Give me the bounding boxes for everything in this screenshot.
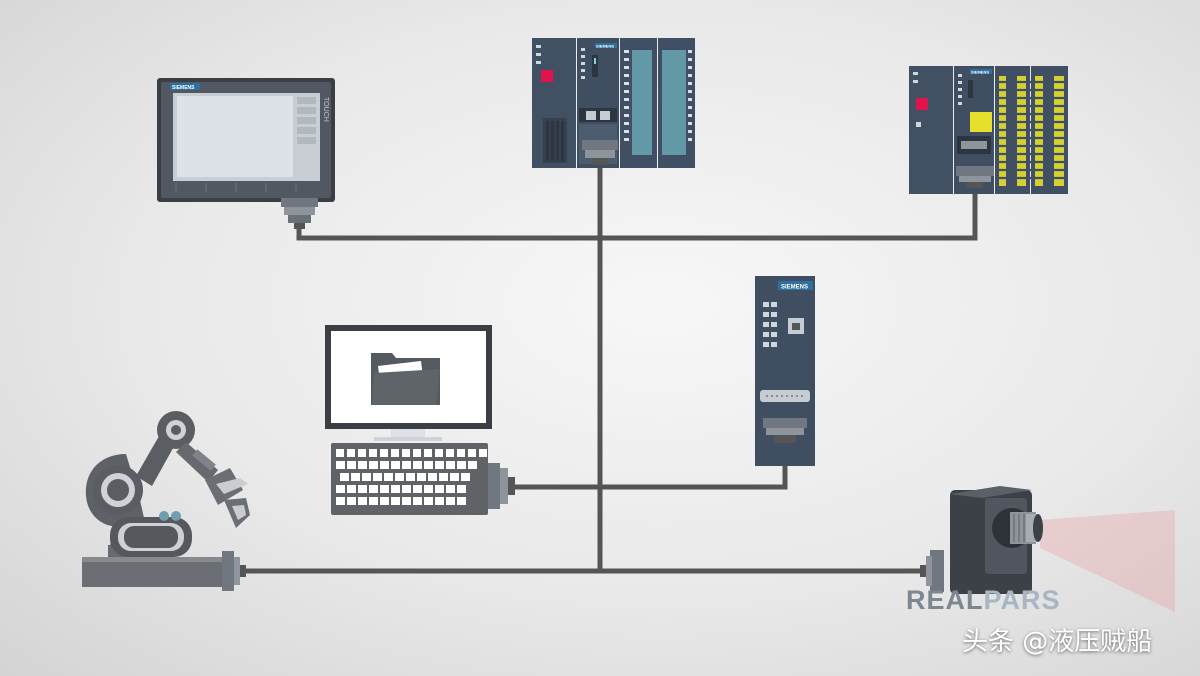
computer-keyboard[interactable] — [331, 443, 488, 515]
keyboard-key — [461, 473, 470, 481]
keyboard-key — [446, 485, 455, 493]
keyboard-key — [351, 473, 360, 481]
keyboard-key — [358, 461, 367, 469]
robot-gripper — [205, 468, 250, 528]
keyboard-key — [369, 461, 378, 469]
keyboard-key — [450, 473, 459, 481]
keyboard-key — [424, 485, 433, 493]
vision-camera[interactable] — [950, 486, 1175, 612]
hmi-brand-label: SIEMENS — [172, 85, 195, 91]
keyboard-key — [358, 485, 367, 493]
keyboard-key — [424, 497, 433, 505]
camera-connector — [920, 550, 944, 592]
keyboard-key — [428, 473, 437, 481]
keyboard-key — [380, 461, 389, 469]
network-cables — [235, 159, 978, 574]
keyboard-key — [446, 461, 455, 469]
cable-middle-bus — [512, 441, 788, 490]
keyboard-key — [439, 473, 448, 481]
keyboard-key — [435, 461, 444, 469]
keyboard-key — [395, 473, 404, 481]
plc-top-brand-label: SIEMENS — [596, 44, 614, 49]
keyboard-key — [457, 461, 466, 469]
keyboard-key — [358, 497, 367, 505]
keyboard-key — [446, 449, 454, 457]
keyboard-key — [358, 449, 366, 457]
computer-connector — [488, 463, 515, 509]
keyboard-key — [380, 497, 389, 505]
keyboard-key — [340, 473, 349, 481]
logo-part-pars: PARS — [983, 585, 1061, 615]
switch-brand-label: SIEMENS — [781, 285, 808, 291]
cable-upper-bus — [296, 183, 978, 241]
keyboard-key — [413, 449, 421, 457]
keyboard-key — [347, 485, 356, 493]
keyboard-key — [479, 449, 487, 457]
keyboard-key — [391, 449, 399, 457]
keyboard-key — [413, 461, 422, 469]
keyboard-key — [402, 461, 411, 469]
keyboard-key — [413, 485, 422, 493]
keyboard-key — [336, 449, 344, 457]
plc-right-connector — [956, 166, 994, 188]
keyboard-key — [446, 497, 455, 505]
keyboard-key — [457, 497, 466, 505]
keyboard-key — [424, 461, 433, 469]
keyboard-key — [468, 449, 476, 457]
logo-part-real: REAL — [906, 585, 984, 615]
keyboard-key — [369, 497, 378, 505]
keyboard-key — [336, 497, 345, 505]
keyboard-key — [347, 461, 356, 469]
keyboard-key — [413, 497, 422, 505]
keyboard-key — [391, 497, 400, 505]
plc-right-brand-label: SIEMENS — [971, 70, 989, 75]
hmi-touch-label: TOUCH — [322, 97, 329, 122]
keyboard-key — [380, 449, 388, 457]
hmi-soft-keys — [297, 97, 316, 144]
keyboard-key — [336, 485, 345, 493]
keyboard-key — [391, 485, 400, 493]
keyboard-key — [435, 497, 444, 505]
keyboard-key — [369, 449, 377, 457]
switch-dsub-port[interactable] — [760, 390, 810, 402]
keyboard-key — [402, 485, 411, 493]
keyboard-key — [402, 497, 411, 505]
keyboard-key — [369, 485, 378, 493]
keyboard-key — [347, 497, 356, 505]
robot-arm[interactable] — [82, 411, 250, 587]
keyboard-key — [384, 473, 393, 481]
switch-connector — [763, 418, 807, 443]
keyboard-key — [424, 449, 432, 457]
keyboard-key — [336, 461, 345, 469]
realpars-logo: REALPARS — [906, 585, 1061, 616]
keyboard-key — [417, 473, 426, 481]
keyboard-key — [391, 461, 400, 469]
keyboard-key — [435, 485, 444, 493]
robot-connector — [222, 551, 246, 591]
hmi-profibus-connector — [281, 198, 318, 229]
hmi-touch-panel[interactable]: SIEMENS TOUCH — [157, 78, 335, 202]
camera-light-beam — [1040, 510, 1175, 612]
keyboard-key — [406, 473, 415, 481]
keyboard-key — [362, 473, 371, 481]
plc-top-connector — [582, 140, 618, 165]
keyboard-key — [457, 449, 465, 457]
keyboard-key — [347, 449, 355, 457]
folder-icon — [371, 353, 440, 405]
plc-right-power-supply — [909, 66, 953, 194]
keyboard-key — [468, 461, 477, 469]
watermark-text: 头条 @液压贼船 — [962, 627, 1153, 657]
computer-monitor[interactable] — [325, 325, 492, 441]
keyboard-key — [380, 485, 389, 493]
keyboard-key — [373, 473, 382, 481]
keyboard-key — [457, 485, 466, 493]
keyboard-key — [435, 449, 443, 457]
switch-port-leds — [763, 302, 777, 347]
keyboard-key — [402, 449, 410, 457]
